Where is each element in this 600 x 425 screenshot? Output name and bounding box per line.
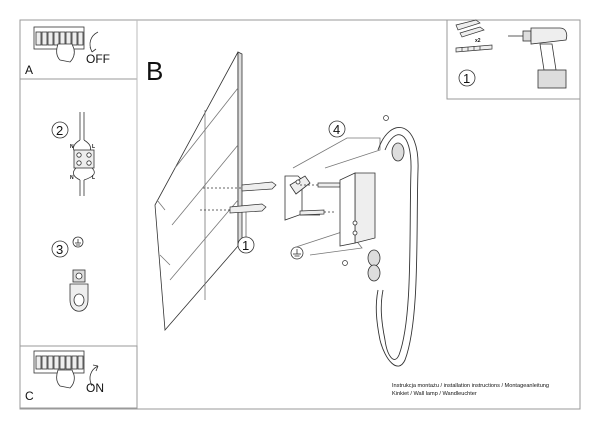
callout-3-circle [51,240,69,258]
arrow-down-icon [89,31,99,53]
quantity-label: x2 [475,38,481,44]
callout-2-circle [51,121,69,139]
hand-icon [56,369,75,389]
terminal-n-bottom: N [70,175,74,181]
callout-4: 4 [333,122,340,137]
arrow-up-icon [89,364,99,387]
step-a-action: OFF [86,52,110,66]
wall-plug-bottom [200,203,267,214]
wall [154,51,243,331]
lamp-base [292,137,381,256]
step-b-letter: B [146,56,163,86]
terminal-l-bottom: L [92,175,95,181]
step-c-action: ON [86,381,104,395]
panel-b: B 1 [146,51,419,367]
step-a-letter: A [25,63,33,77]
ground-symbol-icon [72,236,84,248]
ground-terminal-icon [69,269,89,312]
callout-1-circle [458,69,476,87]
grounding-step: 3 [51,236,89,312]
breaker-panel-icon [33,350,85,374]
drill-icon [508,27,568,89]
drilling-step: x2 1 [455,19,568,89]
terminal-n-top: N [70,144,74,150]
callout-1b: 1 [242,238,249,253]
fixing-screws [299,182,341,216]
screw-icon [455,44,493,53]
ground-symbol-icon [290,246,304,260]
hand-icon [56,43,75,63]
lamp-ring [375,127,419,367]
terminal-l-top: L [92,144,95,150]
terminal-block-icon [72,112,95,196]
caption-line-1: Instrukcja montażu / installation instru… [392,383,550,389]
step-c-letter: C [25,389,34,403]
wiring-step: 2 N L N L [51,112,95,196]
screw-markers [342,115,389,266]
callout-1: 1 [463,71,470,86]
panel-a: A OFF [25,26,110,77]
panel-c: C ON [25,350,104,403]
wall-plug-icon [455,19,485,38]
caption-line-2: Kinkiet / Wall lamp / Wandleuchter [392,391,477,397]
lamp-end-caps [367,142,405,282]
callout-2: 2 [56,123,63,138]
frame [19,19,581,410]
callout-3: 3 [56,242,63,257]
callout-4-circle [328,120,346,138]
wall-plug-top [203,181,277,192]
breaker-panel-icon [33,26,85,50]
